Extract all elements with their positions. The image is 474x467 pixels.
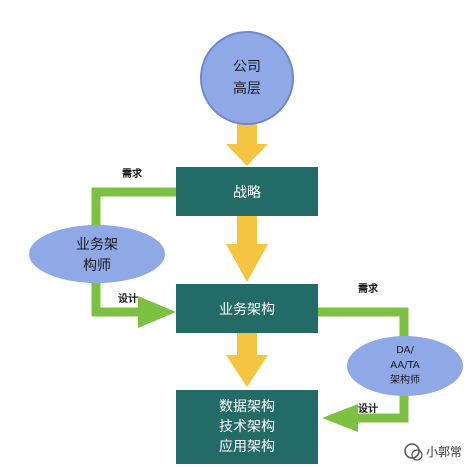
business-architect-line2: 构师 (83, 258, 111, 274)
strategy-label: 战略 (233, 185, 261, 201)
right-green-connector (318, 307, 409, 432)
left-requirement-line (91, 187, 178, 240)
da-architect-line3: 架构师 (390, 373, 420, 386)
orange-arrow-1 (226, 124, 268, 166)
data-tech-app-architecture-box: 数据架构 技术架构 应用架构 (176, 390, 318, 464)
right-design-line (356, 392, 409, 423)
da-architect-line1: DA/ (396, 345, 414, 356)
business-architecture-label: 业务架构 (219, 302, 275, 318)
right-design-arrowhead (322, 404, 358, 432)
orange-arrow-3 (226, 333, 268, 387)
left-requirement-label: 需求 (122, 167, 143, 180)
top-circle-line1: 公司 (233, 59, 261, 75)
right-requirement-label: 需求 (358, 282, 379, 295)
business-architecture-box: 业务架构 (176, 284, 318, 333)
top-management-circle: 公司 高层 (200, 31, 294, 125)
watermark-text: 小郭常 (426, 445, 462, 459)
left-design-line (91, 275, 140, 317)
strategy-box: 战略 (176, 167, 318, 216)
left-design-arrowhead (138, 296, 176, 328)
left-green-connector (91, 187, 178, 328)
right-requirement-line (318, 307, 409, 340)
top-circle-line2: 高层 (233, 80, 261, 97)
da-aa-ta-architect-ellipse: DA/ AA/TA 架构师 (347, 336, 463, 396)
watermark: 小郭常 (404, 443, 462, 461)
data-architecture-label: 数据架构 (219, 399, 275, 415)
orange-arrow-2 (226, 216, 268, 282)
application-architecture-label: 应用架构 (219, 438, 275, 455)
left-design-label: 设计 (118, 292, 138, 305)
technology-architecture-label: 技术架构 (219, 419, 275, 435)
business-architect-line1: 业务架 (76, 237, 118, 253)
business-architect-ellipse: 业务架 构师 (29, 225, 165, 283)
da-architect-line2: AA/TA (390, 360, 420, 371)
right-design-label: 设计 (358, 402, 378, 415)
